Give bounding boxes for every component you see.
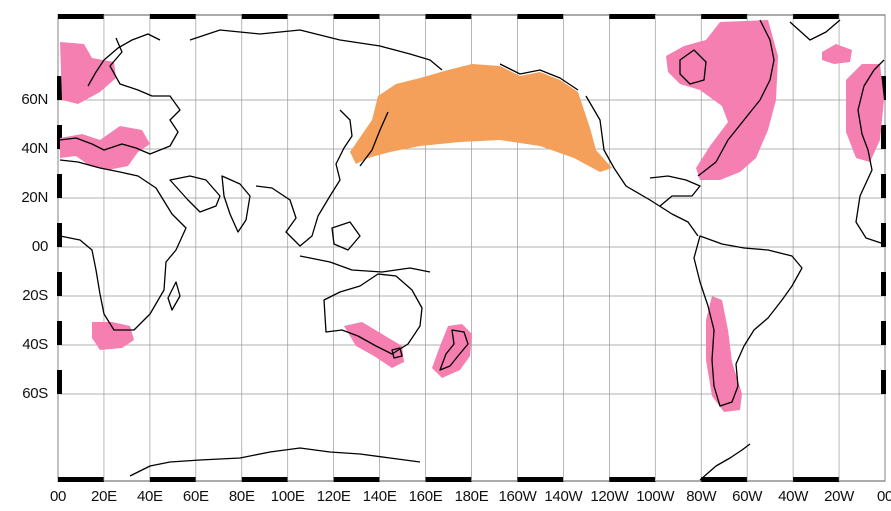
coast-madagascar (167, 281, 181, 311)
region-east-north-america (666, 20, 778, 180)
coast-japan (359, 111, 389, 167)
coast-gulf-mexico (649, 175, 701, 207)
lon-label: 100E (270, 488, 305, 505)
graticule (57, 14, 886, 482)
lon-label: 120E (316, 488, 351, 505)
region-iceland (822, 44, 852, 64)
frame-tick-bottom (241, 477, 288, 482)
frame-tick-right (881, 223, 886, 247)
frame-tick-top (517, 14, 564, 19)
frame-tick-left (57, 125, 62, 149)
coast-arabia (169, 175, 221, 213)
frame-tick-top (609, 14, 656, 19)
coast-north-america-west (585, 95, 699, 237)
coast-africa (59, 159, 187, 331)
coast-europe (59, 37, 181, 155)
coast-south-america (693, 235, 803, 407)
coast-hudson-bay (679, 49, 707, 85)
coast-indonesia (299, 255, 431, 273)
region-north-atlantic-east (846, 64, 884, 162)
lat-label: 60S (22, 385, 48, 402)
frame-tick-left (57, 370, 62, 394)
lon-label: 140E (362, 488, 397, 505)
coast-scandinavia (87, 33, 161, 87)
lon-label: 160W (498, 488, 537, 505)
lon-label: 100W (636, 488, 675, 505)
frame-tick-top (333, 14, 380, 19)
frame-tick-right (881, 370, 886, 394)
frame-tick-left (57, 272, 62, 296)
frame-tick-top (58, 14, 104, 19)
lon-label: 20W (824, 488, 855, 505)
frame-tick-right (881, 174, 886, 198)
coast-tasmania (391, 347, 403, 359)
frame-tick-left (57, 321, 62, 345)
region-south-america-tip (706, 296, 742, 412)
lon-label: 80W (686, 488, 717, 505)
coast-europe-east-edge (855, 59, 885, 245)
orange-regions (350, 64, 612, 172)
frame-tick-left (57, 174, 62, 198)
frame-tick-bottom (701, 477, 748, 482)
lon-label: 20E (91, 488, 117, 505)
lon-label: 140W (544, 488, 583, 505)
coast-antarctica-1 (129, 447, 421, 477)
frame-tick-right (881, 321, 886, 345)
region-south-africa (92, 322, 134, 350)
frame-tick-bottom (793, 477, 840, 482)
coast-north-america-east (697, 19, 775, 177)
frame-tick-bottom (149, 477, 196, 482)
lat-label: 20N (21, 189, 48, 206)
lon-label: 00 (876, 488, 891, 505)
frame-tick-right (881, 76, 886, 100)
frame-tick-left (57, 223, 62, 247)
lon-label: 00 (49, 488, 67, 505)
coast-new-zealand (439, 329, 469, 371)
frame-tick-bottom (517, 477, 564, 482)
coast-greenland (789, 19, 841, 41)
lon-label: 60E (182, 488, 209, 505)
frame-tick-bottom (425, 477, 472, 482)
coast-borneo (331, 221, 361, 251)
lon-label: 60W (732, 488, 763, 505)
coast-australia (323, 273, 423, 355)
coast-india (221, 175, 251, 233)
frame-tick-right (881, 125, 886, 149)
frame-tick-top (241, 14, 288, 19)
frame-tick-bottom (58, 477, 104, 482)
region-mediterranean (60, 126, 150, 170)
coast-alaska (499, 63, 579, 91)
frame-tick-top (793, 14, 840, 19)
frame-tick-bottom (609, 477, 656, 482)
lon-label: 120W (590, 488, 629, 505)
frame-tick-bottom (333, 477, 380, 482)
region-west-europe (60, 42, 116, 104)
frame-tick-top (701, 14, 748, 19)
coast-siberia (189, 29, 443, 71)
lon-label: 80E (228, 488, 255, 505)
frame-tick-right (881, 272, 886, 296)
lat-label: 20S (22, 287, 48, 304)
lon-label: 180E (454, 488, 489, 505)
frame-tick-top (425, 14, 472, 19)
region-north-pacific (350, 64, 612, 172)
coast-antarctica-2 (699, 443, 751, 481)
coastlines (59, 19, 885, 481)
frame-tick-left (57, 76, 62, 100)
lat-label: 60N (21, 91, 48, 108)
lon-label: 40E (136, 488, 163, 505)
lat-label: 40N (21, 140, 48, 157)
lon-label: 160E (408, 488, 443, 505)
lat-label: 00 (31, 238, 48, 255)
frame-tick-top (149, 14, 196, 19)
coast-se-asia (255, 109, 353, 247)
lon-label: 40W (778, 488, 809, 505)
lat-label: 40S (22, 336, 48, 353)
